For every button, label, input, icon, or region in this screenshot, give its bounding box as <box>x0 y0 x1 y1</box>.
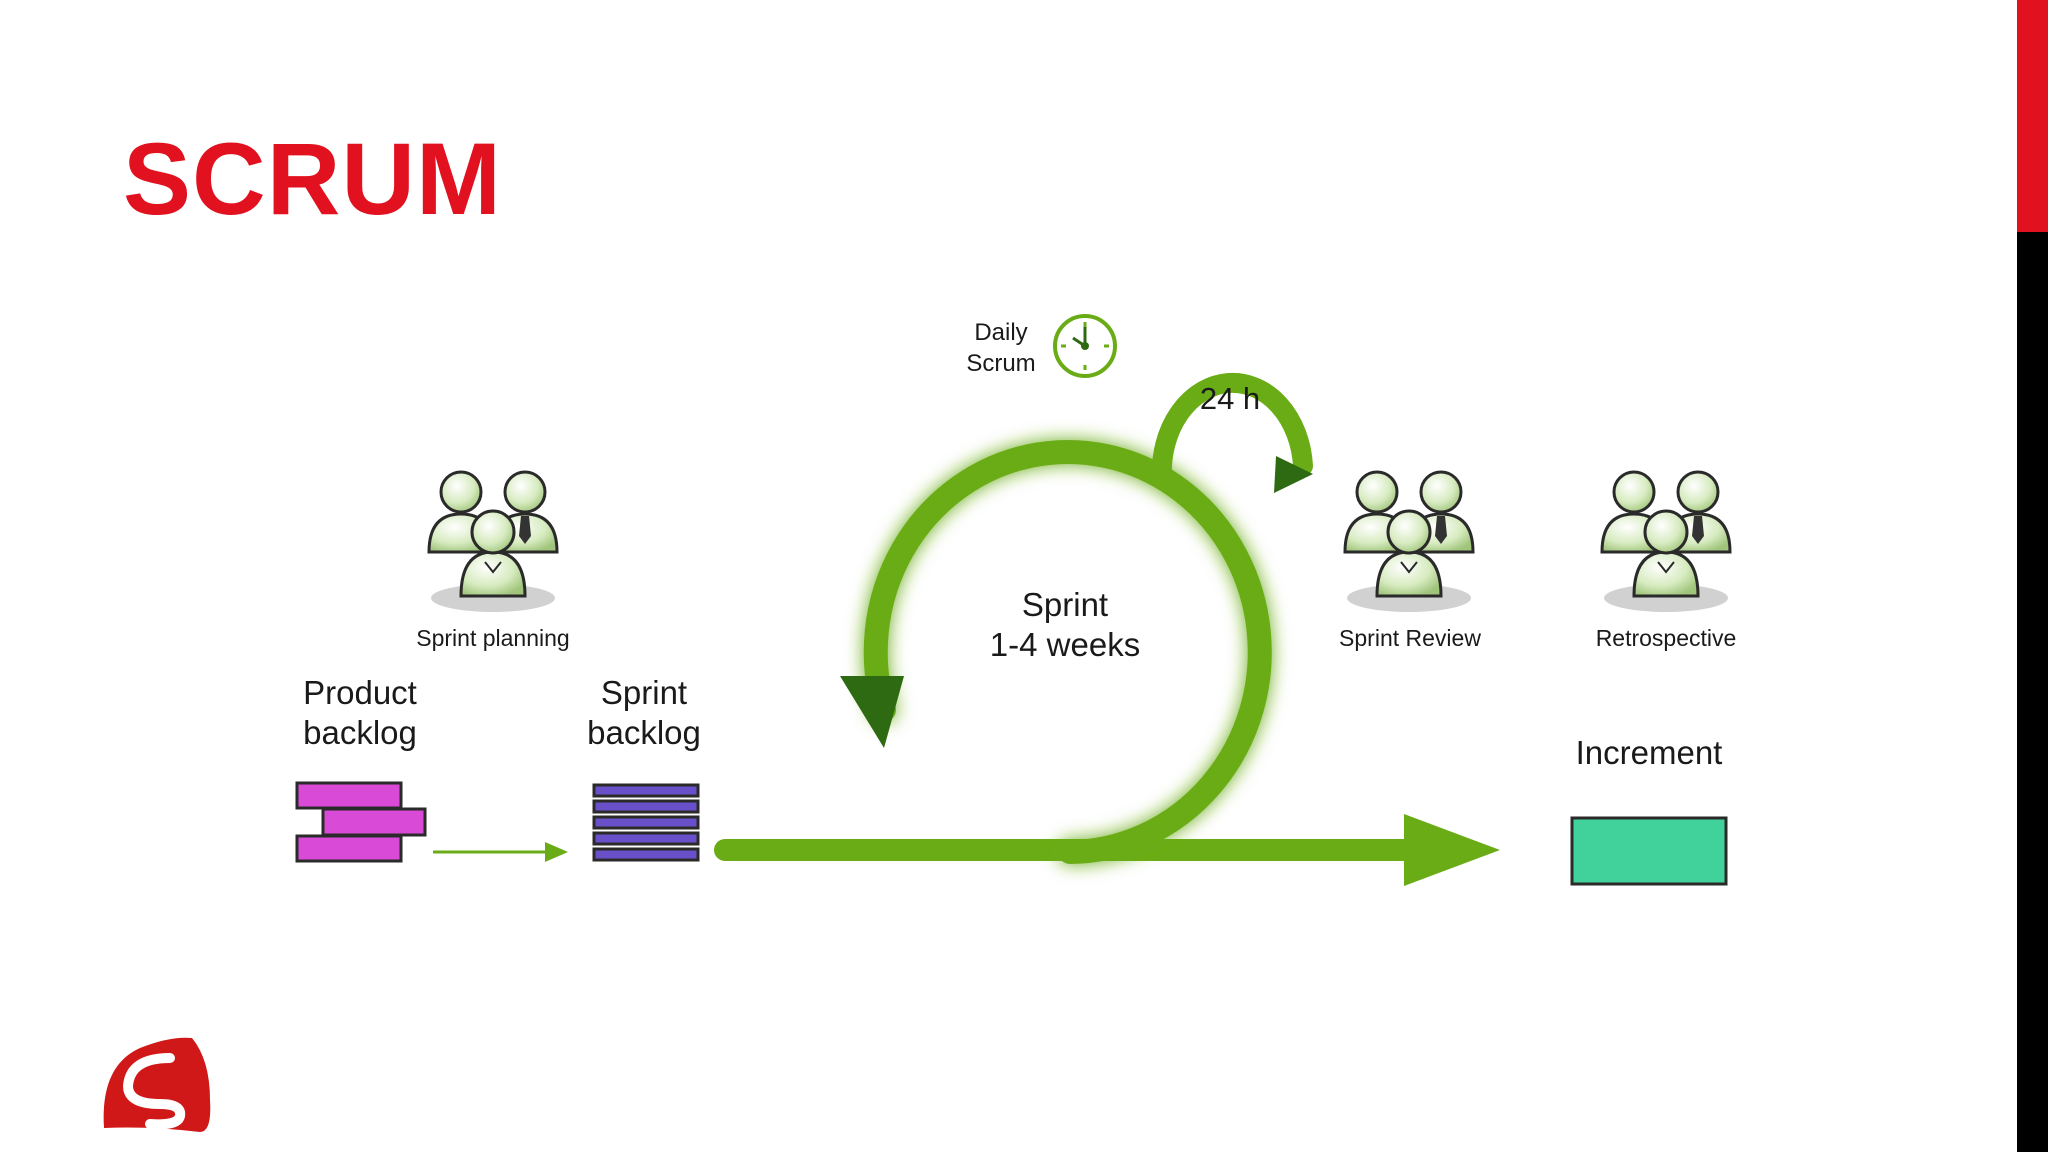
cycle-24h-label: 24 h <box>1199 381 1261 416</box>
retrospective-label: Retrospective <box>1595 625 1737 651</box>
sprint-duration-label: Sprint 1-4 weeks <box>945 585 1185 665</box>
increment-label: Increment <box>1575 734 1723 771</box>
sprint-planning-label: Sprint planning <box>416 625 570 651</box>
product-backlog-icon <box>295 781 427 863</box>
product-backlog-label: Product backlog <box>280 673 440 753</box>
sprint-backlog-line1: Sprint <box>600 674 688 711</box>
product-backlog-line2: backlog <box>303 714 417 751</box>
increment-icon <box>1570 816 1728 886</box>
product-backlog-line1: Product <box>303 674 417 711</box>
page-title: SCRUM <box>123 122 502 236</box>
sprint-backlog-line2: backlog <box>587 714 701 751</box>
sprint-label-line1: Sprint <box>1021 586 1109 623</box>
daily-scrum-label: Daily Scrum <box>951 317 1051 379</box>
side-bar-black <box>2017 232 2048 1152</box>
daily-scrum-line2: Scrum <box>966 350 1036 377</box>
sprint-backlog-icon <box>592 783 700 862</box>
clock-icon <box>1053 314 1117 378</box>
retrospective-team-icon <box>1600 470 1732 614</box>
sprint-cycle-loop <box>840 440 1272 864</box>
sprint-review-label: Sprint Review <box>1339 625 1481 651</box>
sprint-label-line2: 1-4 weeks <box>989 626 1141 663</box>
backlog-transfer-arrow <box>433 842 568 862</box>
sprint-planning-team-icon <box>427 470 559 614</box>
side-bar-red <box>2017 0 2048 232</box>
daily-cycle-loop <box>1151 372 1313 493</box>
daily-scrum-line1: Daily <box>974 319 1028 346</box>
sprint-backlog-label: Sprint backlog <box>564 673 724 753</box>
sprint-review-team-icon <box>1343 470 1475 614</box>
company-logo-icon <box>103 1037 211 1132</box>
